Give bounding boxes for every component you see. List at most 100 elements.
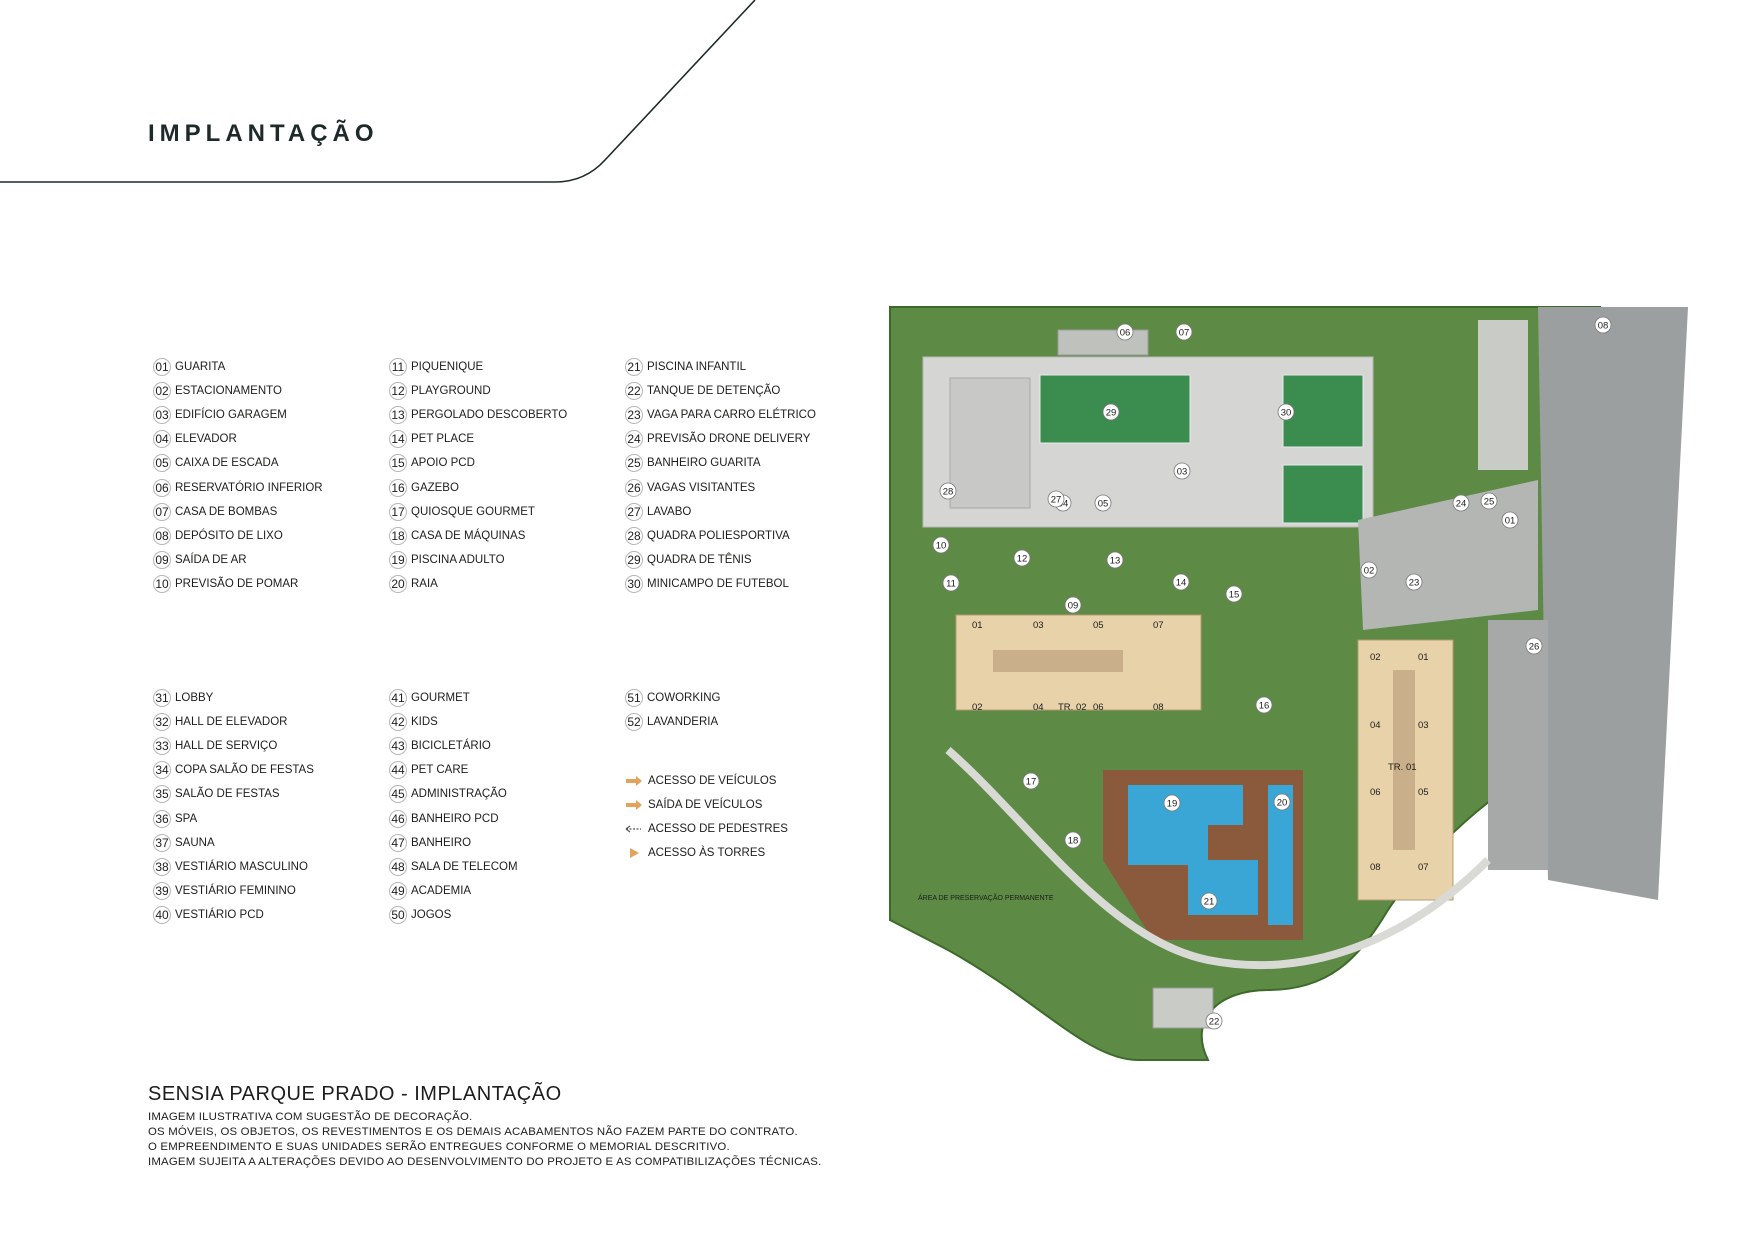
legend-number: 35	[153, 785, 171, 804]
map-marker-number: 01	[1505, 515, 1516, 526]
legend-number: 34	[153, 761, 171, 780]
legend-number: 14	[389, 430, 407, 449]
legend-number: 15	[389, 454, 407, 473]
legend-label: PERGOLADO DESCOBERTO	[411, 409, 568, 422]
legend-label: HALL DE ELEVADOR	[175, 716, 288, 729]
apartment-unit-number: 01	[972, 620, 983, 631]
map-marker-number: 29	[1106, 407, 1117, 418]
map-marker	[942, 574, 960, 592]
apartment-unit-number: 03	[1033, 620, 1044, 631]
legend-number: 16	[389, 478, 407, 497]
apartment-unit-number: 07	[1153, 620, 1164, 631]
map-marker-number: 07	[1179, 327, 1190, 338]
legend-number: 05	[153, 454, 171, 473]
legend-label: VESTIÁRIO MASCULINO	[175, 860, 308, 873]
map-marker-number: 26	[1529, 641, 1540, 652]
map-marker	[1106, 551, 1124, 569]
legend-number: 39	[153, 881, 171, 900]
map-marker-number: 12	[1017, 553, 1028, 564]
caption-note: OS MÓVEIS, OS OBJETOS, OS REVESTIMENTOS …	[148, 1126, 798, 1138]
map-marker-number: 22	[1209, 1016, 1220, 1027]
legend-label: SPA	[175, 812, 198, 825]
legend-number: 41	[389, 689, 407, 707]
legend-number: 02	[153, 382, 171, 401]
map-marker	[1525, 637, 1543, 655]
symbol-label: SAÍDA DE VEÍCULOS	[648, 799, 763, 811]
legend-number: 23	[625, 406, 643, 425]
legend-number: 06	[153, 478, 171, 497]
soccer-field-1	[1282, 374, 1364, 448]
tower-01-label: TR. 01	[1388, 762, 1417, 773]
apartment-unit-number: 05	[1093, 620, 1104, 631]
apartment-unit-number: 06	[1370, 787, 1381, 798]
map-marker	[1116, 323, 1134, 341]
legend-number: 11	[389, 358, 407, 376]
map-marker	[1405, 573, 1423, 591]
legend-number: 04	[153, 430, 171, 449]
legend-item: 05 CAIXA DE ESCADA	[153, 452, 279, 474]
tank-row	[1057, 329, 1149, 356]
legend-label: RAIA	[411, 577, 438, 590]
legend-label: SAÍDA DE AR	[175, 553, 247, 566]
map-marker	[939, 482, 957, 500]
legend-number: 48	[389, 857, 407, 876]
legend-label: JOGOS	[411, 908, 452, 921]
legend-label: QUIOSQUE GOURMET	[411, 505, 535, 518]
legend-number: 50	[389, 905, 407, 924]
site-plan-map: TR. 02 TR. 01 ÁREA DE PRESERVAÇÃO PERMAN…	[889, 306, 1688, 1061]
map-marker	[1200, 892, 1218, 910]
map-marker	[1501, 511, 1519, 529]
symbol-item: ACESSO DE VEÍCULOS	[625, 770, 776, 792]
map-marker-number: 15	[1229, 589, 1240, 600]
sports-court	[949, 377, 1031, 509]
legend-label: COPA SALÃO DE FESTAS	[175, 764, 314, 777]
legend-label: CASA DE BOMBAS	[175, 505, 278, 518]
kids-pool	[1188, 860, 1258, 915]
map-marker	[1172, 573, 1190, 591]
map-marker-number: 30	[1281, 407, 1292, 418]
legend-label: ACADEMIA	[411, 884, 472, 897]
map-marker	[1094, 494, 1112, 512]
map-marker-number: 11	[946, 578, 956, 589]
legend-label: BANHEIRO	[411, 836, 472, 849]
symbol-label: ACESSO ÀS TORRES	[648, 847, 766, 859]
map-marker-number: 13	[1110, 555, 1121, 566]
legend-number: 13	[389, 406, 407, 425]
map-marker	[1255, 696, 1273, 714]
apartment-unit-number: 08	[1370, 862, 1381, 873]
map-marker	[1064, 596, 1082, 614]
map-marker-number: 27	[1051, 494, 1062, 505]
map-marker-number: 03	[1177, 466, 1188, 477]
map-marker	[1102, 403, 1120, 421]
map-marker	[1173, 462, 1191, 480]
apartment-unit-number: 04	[1033, 702, 1044, 713]
symbol-item: ACESSO DE PEDESTRES	[625, 818, 788, 840]
apartment-unit-number: 02	[1370, 652, 1381, 663]
legend-number: 27	[625, 502, 643, 521]
legend-number: 52	[625, 713, 643, 732]
map-marker-number: 23	[1409, 577, 1420, 588]
legend-number: 45	[389, 785, 407, 804]
map-marker-number: 28	[943, 486, 954, 497]
legend-label: BANHEIRO PCD	[411, 812, 499, 825]
legend-number: 01	[153, 358, 171, 376]
legend-number: 47	[389, 833, 407, 852]
legend-label: CAIXA DE ESCADA	[175, 457, 279, 470]
map-marker-number: 24	[1456, 498, 1467, 509]
legend-label: SAUNA	[175, 836, 215, 849]
